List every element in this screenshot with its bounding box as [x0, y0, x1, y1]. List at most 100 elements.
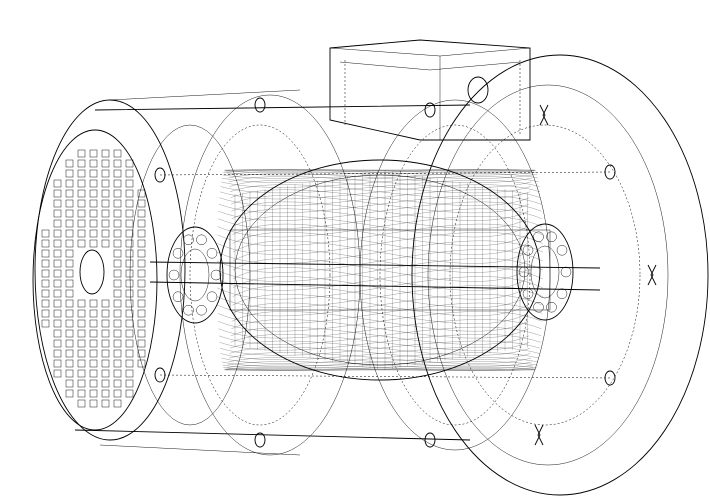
grille-slot — [101, 399, 110, 408]
grille-slot — [101, 189, 110, 198]
winding-wire — [228, 176, 532, 188]
grille-slot — [77, 149, 86, 158]
grille-slot — [125, 389, 134, 398]
grille-slot — [77, 239, 86, 248]
grille-slot — [137, 359, 146, 368]
grille-slot — [101, 299, 110, 308]
grille-slot — [77, 189, 86, 198]
ball — [183, 234, 194, 246]
stator-windings — [216, 159, 544, 381]
grille-slot — [113, 209, 122, 218]
bearing-right — [516, 223, 574, 321]
grille-slot — [125, 359, 134, 368]
grille-slot — [125, 369, 134, 378]
grille-slot — [125, 289, 134, 298]
grille-slot — [77, 339, 86, 348]
grille-slot — [53, 349, 62, 358]
winding-wire — [232, 240, 528, 264]
grille-slot — [101, 159, 110, 168]
winding-wire — [218, 311, 542, 332]
grille-slot — [89, 159, 98, 168]
grille-slot — [53, 239, 62, 248]
winding-wire — [221, 357, 539, 367]
grille-slot — [113, 159, 122, 168]
grille-slot — [65, 359, 74, 368]
winding-wire — [220, 346, 540, 360]
grille-slot — [77, 159, 86, 168]
grille-slot — [65, 319, 74, 328]
grille-slot — [53, 219, 62, 228]
grille-slot — [89, 389, 98, 398]
grille-slot — [101, 389, 110, 398]
grille-slot — [77, 379, 86, 388]
winding-wire — [232, 216, 528, 238]
winding-wire — [219, 340, 541, 356]
grille-slot — [65, 349, 74, 358]
grille-slot — [53, 369, 62, 378]
motor-housing — [74, 89, 551, 456]
grille-slot — [41, 249, 50, 258]
grille-slot — [125, 199, 134, 208]
grille-slot — [125, 259, 134, 268]
winding-wire — [217, 294, 543, 317]
grille-slot — [77, 349, 86, 358]
grille-slot — [137, 289, 146, 298]
grille-slot — [41, 299, 50, 308]
terminal-box — [329, 39, 531, 141]
grille-slot — [125, 159, 134, 168]
ball — [560, 266, 572, 278]
ball — [196, 234, 207, 246]
grille-slot — [53, 299, 62, 308]
grille-slot — [101, 329, 110, 338]
mounting-flange — [411, 54, 709, 496]
grille-slot — [113, 339, 122, 348]
grille-slot — [65, 259, 74, 268]
grille-slot — [101, 199, 110, 208]
grille-slot — [89, 229, 98, 238]
grille-slot — [65, 179, 74, 188]
grille-slot — [125, 169, 134, 178]
grille-slot — [89, 399, 98, 408]
bolt-head — [424, 102, 436, 118]
grille-slot — [89, 149, 98, 158]
grille-slot — [113, 399, 122, 408]
grille-slot — [89, 379, 98, 388]
grille-slot — [53, 309, 62, 318]
grille-slot — [77, 359, 86, 368]
grille-slot — [125, 299, 134, 308]
grille-slot — [113, 349, 122, 358]
grille-slot — [65, 249, 74, 258]
bolt-head — [424, 432, 436, 448]
grille-slot — [137, 299, 146, 308]
grille-slot — [101, 149, 110, 158]
grille-slot — [65, 169, 74, 178]
ball — [183, 304, 194, 316]
grille-slot — [41, 229, 50, 238]
grille-slot — [113, 259, 122, 268]
grille-slot — [77, 369, 86, 378]
winding-wire — [217, 285, 543, 308]
ball — [206, 291, 218, 302]
grille-slot — [41, 279, 50, 288]
winding-wire — [231, 208, 529, 229]
grille-slot — [125, 229, 134, 238]
grille-slot — [65, 209, 74, 218]
winding-wire — [217, 302, 543, 324]
winding-wire — [232, 223, 528, 246]
ball — [168, 269, 180, 281]
grille-slot — [65, 309, 74, 318]
grille-slot — [41, 319, 50, 328]
grille-slot — [101, 359, 110, 368]
grille-slot — [101, 219, 110, 228]
grille-slot — [89, 309, 98, 318]
grille-slot — [125, 239, 134, 248]
grille-slot — [113, 179, 122, 188]
grille-slot — [65, 369, 74, 378]
flange-inner-ring — [427, 84, 669, 466]
grille-slot — [53, 279, 62, 288]
grille-slot — [53, 329, 62, 338]
grille-slot — [77, 199, 86, 208]
grille-slot — [137, 209, 146, 218]
ball — [533, 301, 544, 313]
winding-wire — [227, 171, 533, 179]
